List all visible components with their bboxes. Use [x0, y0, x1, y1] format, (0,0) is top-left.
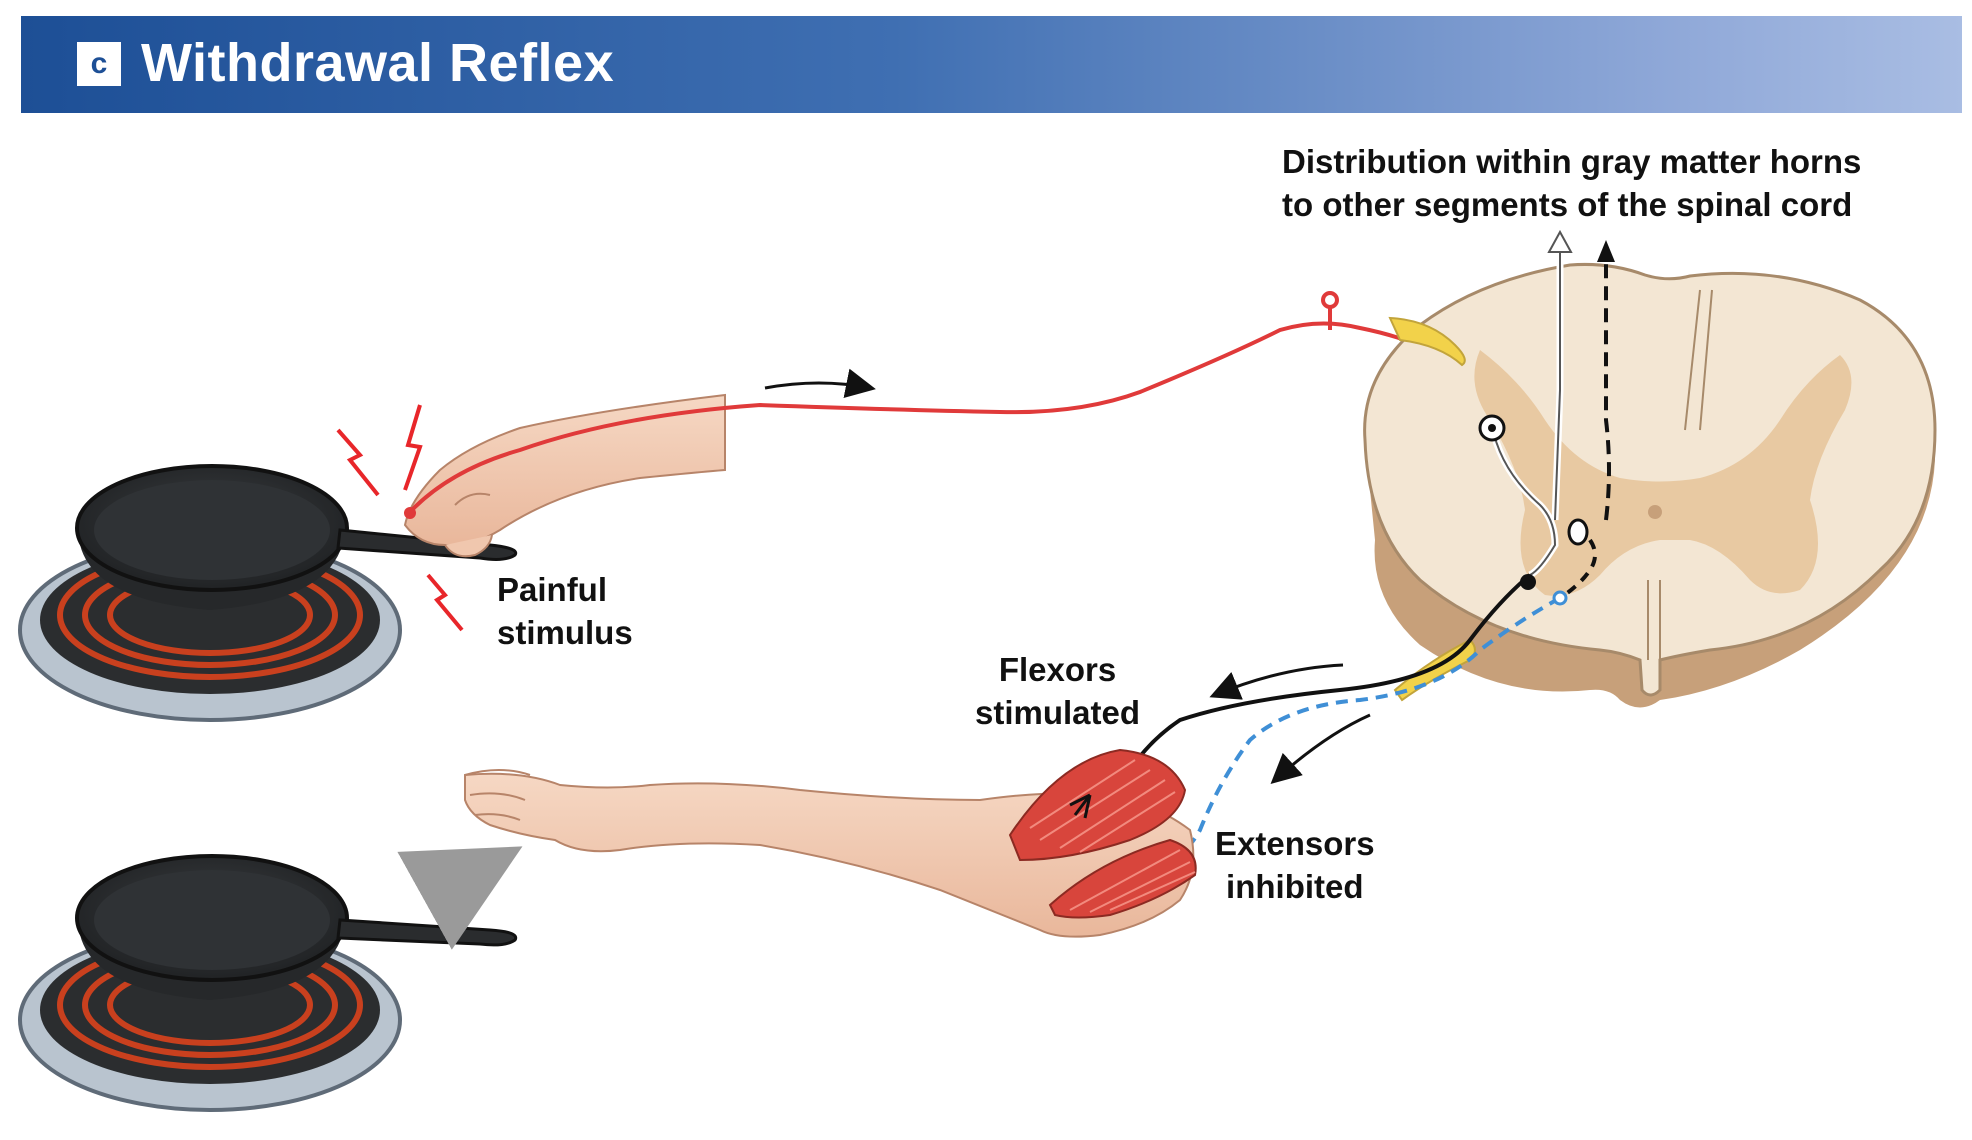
extensor-direction-arrow — [1270, 713, 1371, 785]
panel-badge: c — [77, 42, 121, 86]
withdrawal-arrow — [397, 846, 523, 950]
interneurons — [1478, 245, 1597, 600]
page-title: Withdrawal Reflex — [141, 33, 615, 93]
title-banner: c Withdrawal Reflex — [21, 16, 1962, 113]
dorsal-root — [1388, 316, 1466, 367]
frying-pan-top — [75, 464, 518, 610]
flexors-label-line1: Flexors — [998, 651, 1117, 688]
inhibitory-interneuron-icon — [1567, 518, 1589, 546]
distribution-label-line2: to other segments of the spinal cord — [1282, 186, 1853, 223]
extensors-label-line1: Extensors — [1215, 825, 1375, 862]
distribution-arrow-dashed — [1604, 260, 1611, 521]
distribution-arrow-head-white — [1547, 229, 1573, 253]
flexor-muscle — [1008, 748, 1187, 862]
sensory-ganglion-icon — [1321, 291, 1339, 309]
arm-holding-pan — [403, 393, 726, 558]
flexor-direction-arrow — [1209, 663, 1344, 700]
painful-stimulus-label: Painful stimulus — [497, 568, 633, 654]
flexors-label: Flexors stimulated — [975, 648, 1140, 734]
arm-withdrawn — [464, 769, 1195, 938]
central-canal — [1648, 505, 1662, 519]
painful-label-line1: Painful — [497, 571, 608, 608]
motor-neuron-cell-icon — [1520, 574, 1536, 590]
spinal-cord-section — [1363, 262, 1937, 708]
painful-label-line2: stimulus — [497, 614, 633, 651]
extensor-muscle — [1048, 838, 1197, 919]
extensors-label: Extensors inhibited — [1215, 822, 1375, 908]
pain-bolt-icons — [336, 404, 464, 632]
distribution-label-line1: Distribution within gray matter horns — [1282, 143, 1862, 180]
distribution-label: Distribution within gray matter horns to… — [1282, 140, 1861, 226]
frying-pan-bottom — [75, 854, 518, 1000]
extensors-label-line2: inhibited — [1226, 868, 1364, 905]
sensory-direction-arrow — [764, 368, 876, 399]
flexors-label-line2: stimulated — [975, 694, 1141, 731]
motor-end-plate-icons — [1069, 793, 1092, 819]
